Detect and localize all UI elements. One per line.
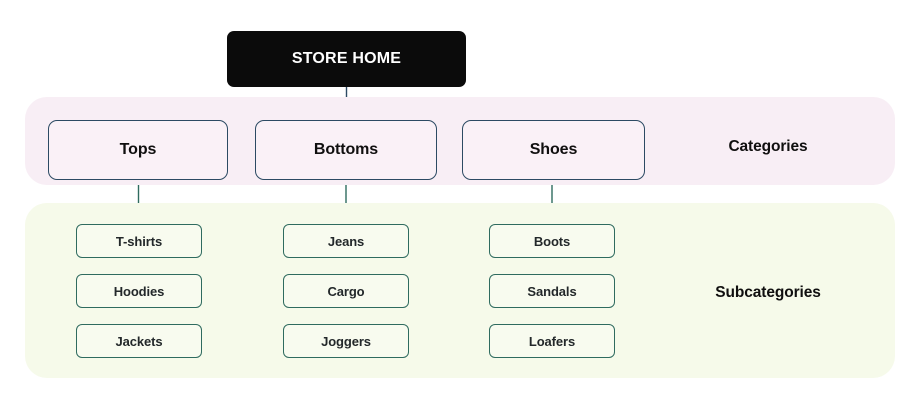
node-category-tops[interactable]: Tops xyxy=(48,120,228,180)
node-subcategory-sandals-label: Sandals xyxy=(527,283,577,299)
node-subcategory-loafers[interactable]: Loafers xyxy=(489,324,615,358)
node-subcategory-boots-label: Boots xyxy=(533,233,571,249)
categories-band-label: Categories xyxy=(728,138,808,155)
node-subcategory-t-shirts[interactable]: T-shirts xyxy=(76,224,202,258)
node-subcategory-cargo[interactable]: Cargo xyxy=(283,274,409,308)
node-subcategory-hoodies[interactable]: Hoodies xyxy=(76,274,202,308)
node-subcategory-joggers[interactable]: Joggers xyxy=(283,324,409,358)
node-subcategory-jackets-label: Jackets xyxy=(115,333,163,349)
node-subcategory-sandals[interactable]: Sandals xyxy=(489,274,615,308)
node-category-bottoms-label: Bottoms xyxy=(313,141,379,158)
node-category-tops-label: Tops xyxy=(119,141,157,158)
node-subcategory-jeans[interactable]: Jeans xyxy=(283,224,409,258)
node-subcategory-cargo-label: Cargo xyxy=(327,283,365,299)
node-subcategory-hoodies-label: Hoodies xyxy=(113,283,165,299)
subcategories-band-label: Subcategories xyxy=(715,284,821,301)
node-subcategory-joggers-label: Joggers xyxy=(321,333,371,349)
node-store-home[interactable]: STORE HOME xyxy=(227,31,466,87)
node-category-shoes[interactable]: Shoes xyxy=(462,120,645,180)
node-subcategory-jeans-label: Jeans xyxy=(327,233,365,249)
node-subcategory-jackets[interactable]: Jackets xyxy=(76,324,202,358)
node-store-home-label: STORE HOME xyxy=(291,50,402,67)
node-subcategory-loafers-label: Loafers xyxy=(528,333,576,349)
node-category-bottoms[interactable]: Bottoms xyxy=(255,120,437,180)
node-category-shoes-label: Shoes xyxy=(529,141,578,158)
node-subcategory-t-shirts-label: T-shirts xyxy=(115,233,163,249)
node-subcategory-boots[interactable]: Boots xyxy=(489,224,615,258)
